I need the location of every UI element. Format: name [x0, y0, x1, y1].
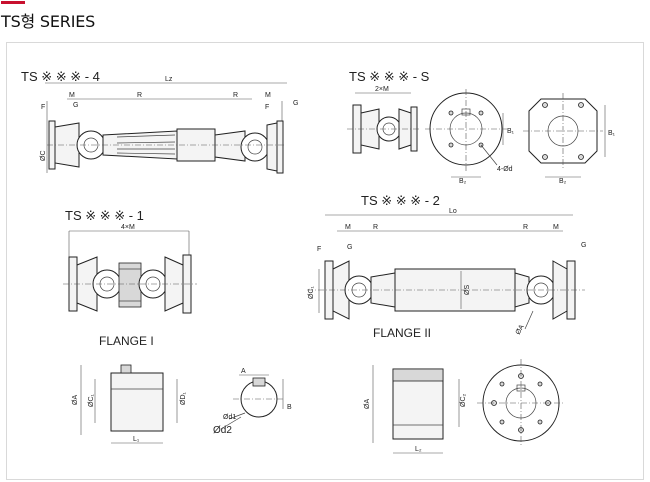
detail1-dim-d: ØD₁: [180, 392, 187, 406]
ts2-dim-ea: ØA: [515, 323, 526, 336]
detail-bore: A B Ød1 Ød2: [213, 368, 292, 436]
detail-flange-1: ØA ØC₁ ØD₁ L₁: [72, 364, 187, 444]
detail1-dim-a: ØA: [72, 395, 79, 405]
flange-1-caption: FLANGE I: [99, 334, 154, 348]
view-ts-s: TS ※ ※ ※ - S 2×M B₂ B₁ 4-Ød: [347, 69, 616, 185]
technical-drawing: TS ※ ※ ※ - 4 Lz R R M M F G F G ØC ØS: [21, 69, 616, 454]
view-ts-s-title: TS ※ ※ ※ - S: [349, 69, 430, 84]
page-title: TS형 SERIES: [1, 12, 96, 31]
detail-flange-2: ØA ØC₂ L₂: [364, 359, 565, 454]
detail3-dim-c: ØC₂: [460, 394, 467, 408]
view-ts-4-title: TS ※ ※ ※ - 4: [21, 69, 100, 84]
ts4-dim-r2: R: [233, 92, 238, 99]
view-ts-2-title: TS ※ ※ ※ - 2: [361, 193, 440, 208]
detail2-dim-a: A: [241, 368, 246, 375]
ts4-dim-lz: Lz: [165, 76, 173, 83]
ts2-dim-lo: Lo: [449, 208, 457, 215]
ts4-dim-m: M: [69, 92, 75, 99]
view-ts-4: TS ※ ※ ※ - 4 Lz R R M M F G F G ØC ØS: [21, 69, 298, 174]
detail2-dim-d2: Ød2: [213, 425, 232, 436]
ts2-dim-g2: G: [581, 242, 586, 249]
ts2-dim-r2: R: [523, 224, 528, 231]
detail3-dim-l: L₂: [415, 446, 422, 453]
ts4-dim-g2: G: [293, 100, 298, 107]
tss-dim-b1-square: B₁: [608, 130, 616, 137]
tss-dim-xm: 2×M: [375, 86, 389, 93]
ts4-dim-r: R: [137, 92, 142, 99]
ts4-dim-f2: F: [265, 104, 269, 111]
ts4-dim-f: F: [41, 104, 45, 111]
ts2-dim-ds: ØS: [464, 285, 471, 295]
detail3-dim-a: ØA: [364, 399, 371, 409]
ts2-dim-dc: ØC₁: [308, 286, 315, 300]
view-ts-1: TS ※ ※ ※ - 1 4×M FLANGE I: [63, 208, 197, 348]
ts1-dim-xm: 4×M: [121, 224, 135, 231]
detail2-dim-b: B: [287, 404, 292, 411]
ts2-dim-r: R: [373, 224, 378, 231]
detail2-dim-d1: Ød1: [223, 414, 236, 421]
ts4-dim-dc: ØC: [40, 151, 47, 162]
tss-dim-b2-square: B₂: [559, 178, 567, 185]
tss-dim-b2: B₂: [459, 178, 467, 185]
tss-dim-holes: 4-Ød: [497, 166, 513, 173]
flange-2-caption: FLANGE II: [373, 326, 431, 340]
tss-dim-b1: B₁: [507, 128, 515, 135]
ts2-dim-g: G: [347, 244, 352, 251]
ts4-dim-m2: M: [265, 92, 271, 99]
title-accent-bar: [1, 1, 25, 4]
ts2-dim-f: F: [317, 246, 321, 253]
ts2-dim-m2: M: [553, 224, 559, 231]
view-ts-1-title: TS ※ ※ ※ - 1: [65, 208, 144, 223]
ts2-dim-m: M: [345, 224, 351, 231]
detail1-dim-l: L₁: [133, 436, 140, 443]
drawing-panel: TS ※ ※ ※ - 4 Lz R R M M F G F G ØC ØS: [6, 42, 644, 480]
view-ts-2: TS ※ ※ ※ - 2 Lo M R R M F G G ØC₁ ØS ØA …: [307, 193, 586, 340]
page-header: TS형 SERIES: [0, 0, 650, 40]
detail1-dim-c: ØC₁: [88, 394, 95, 408]
ts4-dim-g: G: [73, 102, 78, 109]
